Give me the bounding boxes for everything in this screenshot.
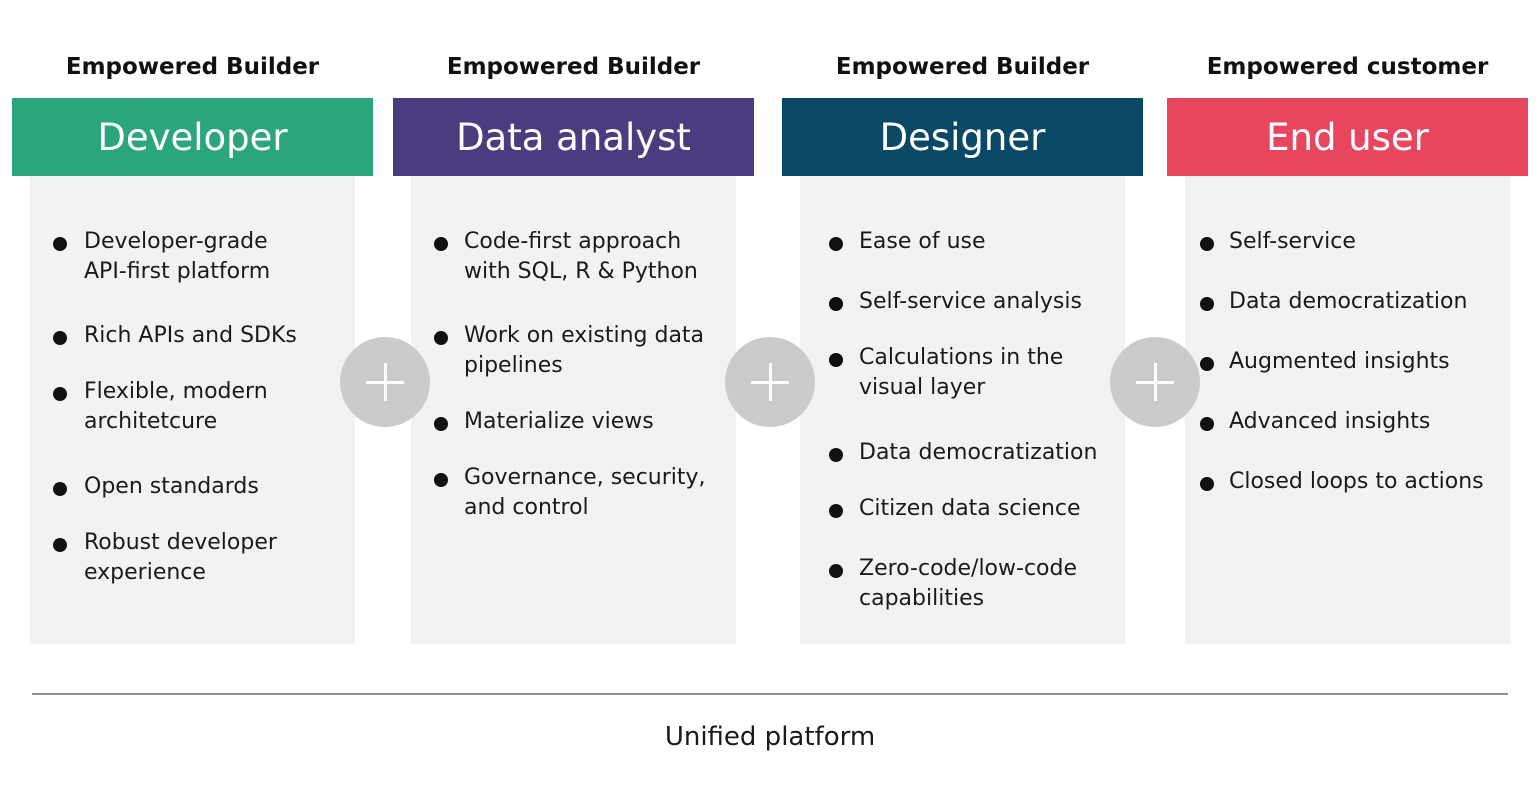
bullet-text: Governance, security,and control xyxy=(464,465,706,520)
bullet-icon xyxy=(829,237,843,251)
role-label: Empowered Builder xyxy=(835,54,1090,80)
role-label: Empowered customer xyxy=(1206,54,1489,80)
bullet-icon xyxy=(829,297,843,311)
bullet-icon xyxy=(1200,297,1214,311)
bullet-icon xyxy=(53,237,67,251)
plus-icon xyxy=(725,337,815,427)
bullet-icon xyxy=(1200,417,1214,431)
bullet-text: Ease of use xyxy=(859,229,986,254)
bullet-icon xyxy=(434,331,448,345)
bullet-icon xyxy=(53,387,67,401)
bullet-text: Open standards xyxy=(84,474,259,499)
bullet-text: Self-service xyxy=(1229,229,1356,254)
header-developer: Developer xyxy=(12,98,373,176)
bullet-icon xyxy=(829,564,843,578)
header-data-analyst: Data analyst xyxy=(393,98,754,176)
plus-icon xyxy=(1110,337,1200,427)
bullet-icon xyxy=(1200,477,1214,491)
bullet-text: Augmented insights xyxy=(1229,349,1450,374)
bullet-text: Materialize views xyxy=(464,409,654,434)
header-designer: Designer xyxy=(782,98,1143,176)
bullet-text: Citizen data science xyxy=(859,496,1081,521)
platform-label: Unified platform xyxy=(664,722,876,752)
bullet-text: Advanced insights xyxy=(1229,409,1431,434)
bullet-icon xyxy=(829,504,843,518)
bullet-text: Closed loops to actions xyxy=(1229,469,1484,494)
platform-divider xyxy=(32,693,1508,695)
bullet-icon xyxy=(829,353,843,367)
bullet-icon xyxy=(829,448,843,462)
bullet-icon xyxy=(434,417,448,431)
bullet-text: Rich APIs and SDKs xyxy=(84,323,297,348)
bullet-icon xyxy=(434,237,448,251)
role-label: Empowered Builder xyxy=(65,54,320,80)
header-end-user: End user xyxy=(1167,98,1528,176)
bullet-icon xyxy=(53,538,67,552)
bullet-text: Data democratization xyxy=(859,440,1098,465)
bullet-icon xyxy=(1200,357,1214,371)
plus-icon xyxy=(340,337,430,427)
role-label: Empowered Builder xyxy=(446,54,701,80)
bullet-icon xyxy=(53,482,67,496)
bullet-icon xyxy=(53,331,67,345)
bullet-icon xyxy=(434,473,448,487)
bullet-text: Data democratization xyxy=(1229,289,1468,314)
bullet-icon xyxy=(1200,237,1214,251)
bullet-text: Self-service analysis xyxy=(859,289,1082,314)
